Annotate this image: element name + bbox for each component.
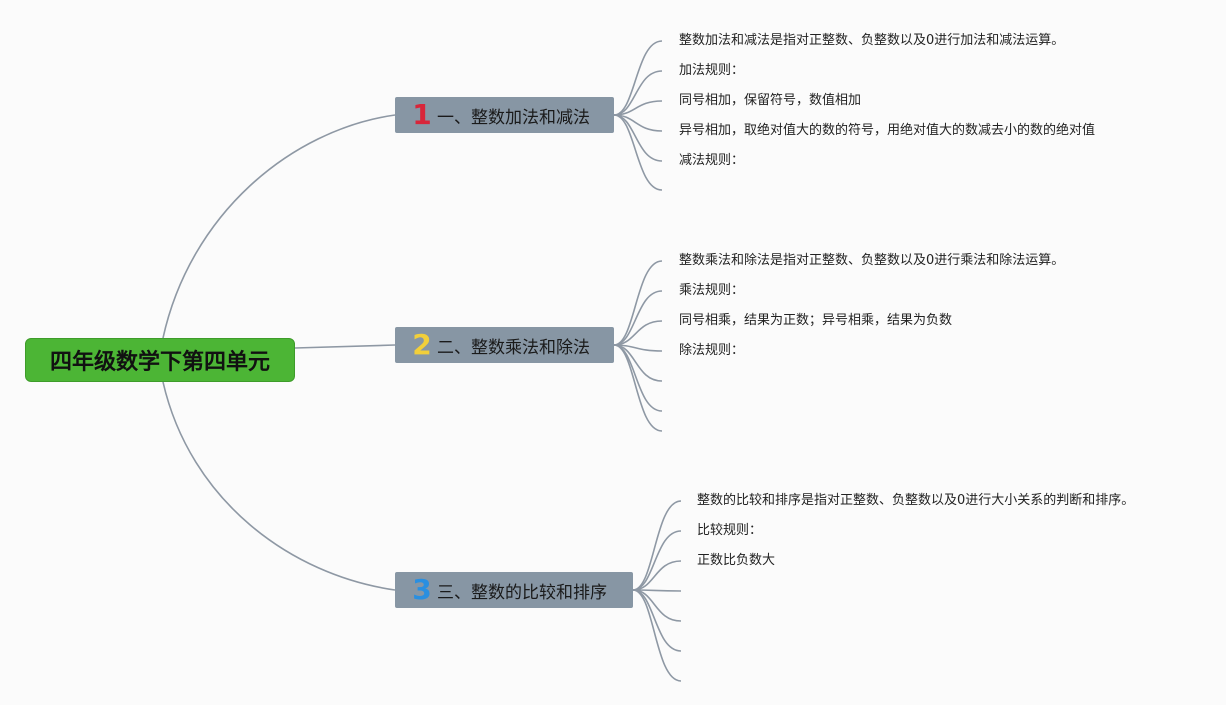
- edge-branch-3-leaf-6: [632, 589, 682, 682]
- leaf-node[interactable]: 同号相乘，结果为正数；异号相乘，结果为负数: [679, 313, 953, 328]
- branch-title: 三、整数的比较和排序: [437, 582, 607, 603]
- edge-root-branch-2: [294, 344, 396, 349]
- edge-branch-1-leaf-1: [613, 70, 663, 116]
- leaf-node[interactable]: 正数比负数大: [697, 553, 776, 568]
- number-2-icon: 2: [412, 328, 432, 361]
- leaf-node[interactable]: 除法规则：: [679, 343, 745, 358]
- branch-title: 二、整数乘法和除法: [437, 337, 590, 358]
- leaf-node[interactable]: 异号相加，取绝对值大的数的符号，用绝对值大的数减去小的数的绝对值: [679, 123, 1096, 138]
- root-title: 四年级数学下第四单元: [49, 350, 270, 375]
- edge-branch-3-leaf-2: [632, 560, 682, 591]
- edge-branch-2-leaf-1: [613, 290, 663, 346]
- branch-node-comparison-sorting[interactable]: 3 三、整数的比较和排序: [395, 572, 633, 608]
- edge-branch-2-leaf-0: [613, 260, 663, 346]
- edge-branch-1-leaf-4: [613, 114, 663, 162]
- leaf-node[interactable]: 减法规则：: [679, 153, 745, 168]
- branch-node-addition-subtraction[interactable]: 1 一、整数加法和减法: [395, 97, 614, 133]
- leaf-node[interactable]: 乘法规则：: [679, 283, 745, 298]
- leaf-node[interactable]: 整数加法和减法是指对正整数、负整数以及0进行加法和减法运算。: [679, 33, 1065, 48]
- number-1-icon: 1: [412, 98, 432, 131]
- edge-branch-2-leaf-2: [613, 320, 663, 346]
- root-node[interactable]: 四年级数学下第四单元: [25, 338, 295, 382]
- edge-branch-2-leaf-5: [613, 344, 663, 412]
- leaf-node[interactable]: 加法规则：: [679, 63, 745, 78]
- number-3-icon: 3: [412, 573, 432, 606]
- leaf-node[interactable]: 同号相加，保留符号，数值相加: [679, 93, 862, 108]
- leaf-node[interactable]: 比较规则：: [697, 523, 763, 538]
- edge-root-branch-1: [162, 114, 396, 339]
- leaf-node[interactable]: 整数乘法和除法是指对正整数、负整数以及0进行乘法和除法运算。: [679, 253, 1065, 268]
- branch-title: 一、整数加法和减法: [437, 107, 590, 128]
- branch-node-multiplication-division[interactable]: 2 二、整数乘法和除法: [395, 327, 614, 363]
- edge-branch-3-leaf-1: [632, 530, 682, 591]
- leaf-node[interactable]: 整数的比较和排序是指对正整数、负整数以及0进行大小关系的判断和排序。: [697, 493, 1135, 508]
- edge-branch-2-leaf-6: [613, 344, 663, 432]
- edge-branch-1-leaf-0: [613, 40, 663, 116]
- edge-branch-3-leaf-0: [632, 500, 682, 591]
- edge-root-branch-3: [162, 381, 396, 591]
- edge-branch-1-leaf-5: [613, 114, 663, 191]
